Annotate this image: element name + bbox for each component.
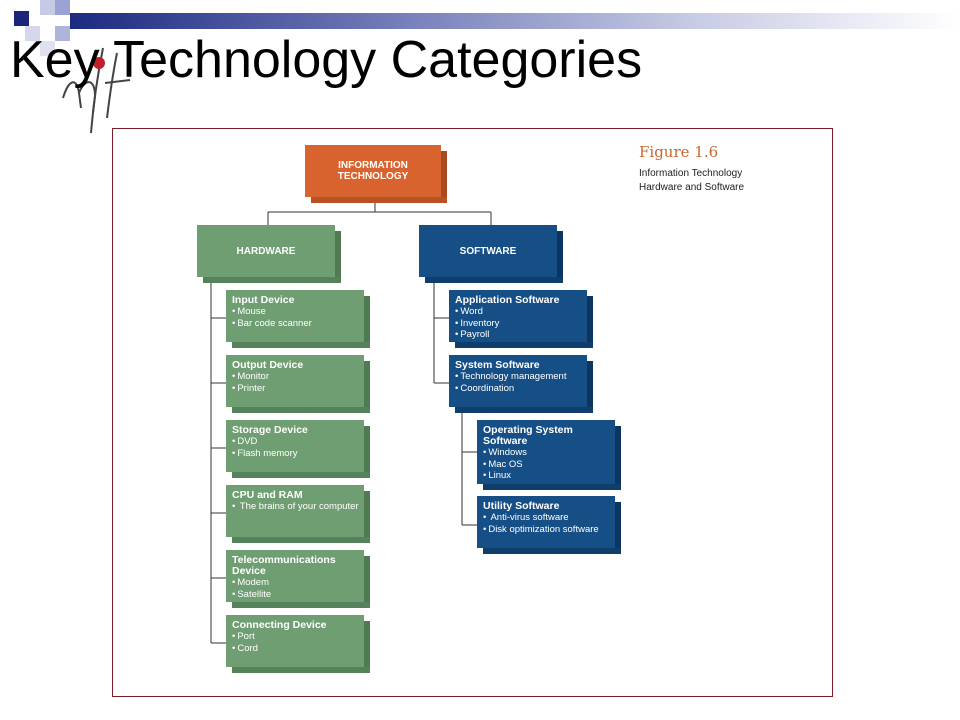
item-bullet: Cord [232,643,360,655]
item-title: System Software [455,359,540,371]
item-title: Application Software [455,294,560,306]
script-logo-icon [62,47,131,134]
figure-caption: Information Technology Hardware and Soft… [639,167,789,195]
decoration-square [40,41,55,56]
hardware-node: HARDWARE [197,225,341,283]
item-bullet: Bar code scanner [232,318,360,330]
item-bullet: Flash memory [232,448,360,460]
figure-label: Figure 1.6 [639,143,719,161]
decoration-square [25,26,40,41]
item-bullet: Anti-virus software [483,512,611,524]
item-title: Telecommunications Device [232,554,336,577]
decoration-square [55,0,70,15]
decoration-square [40,0,55,15]
item-title: Connecting Device [232,619,327,631]
item-bullet: Disk optimization software [483,524,611,536]
software-node: SOFTWARE [419,225,563,283]
item-bullet: Linux [483,470,611,482]
title-decoration-band [70,13,960,29]
item-bullet: Payroll [455,329,583,341]
item-title: Input Device [232,294,295,306]
item-title: Utility Software [483,500,560,512]
hardware-item-connecting-device: Connecting Device Port Cord [226,615,370,673]
item-bullet: Printer [232,383,360,395]
figure-caption-line: Hardware and Software [639,182,745,193]
hardware-label: HARDWARE [197,225,335,277]
item-bullet: DVD [232,436,360,448]
slide-title: Key Technology Categories [10,31,643,89]
item-bullet: Modem [232,577,360,589]
item-bullet: The brains of your computer [232,501,360,513]
item-bullet: Word [455,306,583,318]
hardware-item-telecommunications-device: Telecommunications Device Modem Satellit… [226,550,370,608]
figure-caption-line: Information Technology [639,168,743,179]
item-title: CPU and RAM [232,489,303,501]
item-bullet: Port [232,631,360,643]
decoration-square [14,11,29,26]
hardware-item-input-device: Input Device Mouse Bar code scanner [226,290,370,348]
root-label-line: INFORMATION [338,160,408,171]
item-bullet: Coordination [455,383,583,395]
item-bullet: Technology management [455,371,583,383]
root-label-line: TECHNOLOGY [337,171,409,182]
hardware-item-storage-device: Storage Device DVD Flash memory [226,420,370,478]
item-title: Operating System Software [483,424,573,447]
item-bullet: Mouse [232,306,360,318]
item-bullet: Mac OS [483,459,611,471]
item-bullet: Monitor [232,371,360,383]
item-title: Storage Device [232,424,308,436]
item-title: Output Device [232,359,304,371]
item-bullet: Windows [483,447,611,459]
hardware-item-output-device: Output Device Monitor Printer [226,355,370,413]
hardware-item-cpu-and-ram: CPU and RAM The brains of your computer [226,485,370,543]
item-bullet: Satellite [232,589,360,601]
software-label: SOFTWARE [419,225,557,277]
software-item-system-software: System Software Technology management Co… [449,355,593,413]
decoration-square [55,26,70,41]
item-bullet: Inventory [455,318,583,330]
root-node-information-technology: INFORMATION TECHNOLOGY [305,145,447,203]
software-subitem-operating-system-software: Operating System Software Windows Mac OS… [477,420,621,490]
software-subitem-utility-software: Utility Software Anti-virus software Dis… [477,496,621,554]
software-item-application-software: Application Software Word Inventory Payr… [449,290,593,348]
